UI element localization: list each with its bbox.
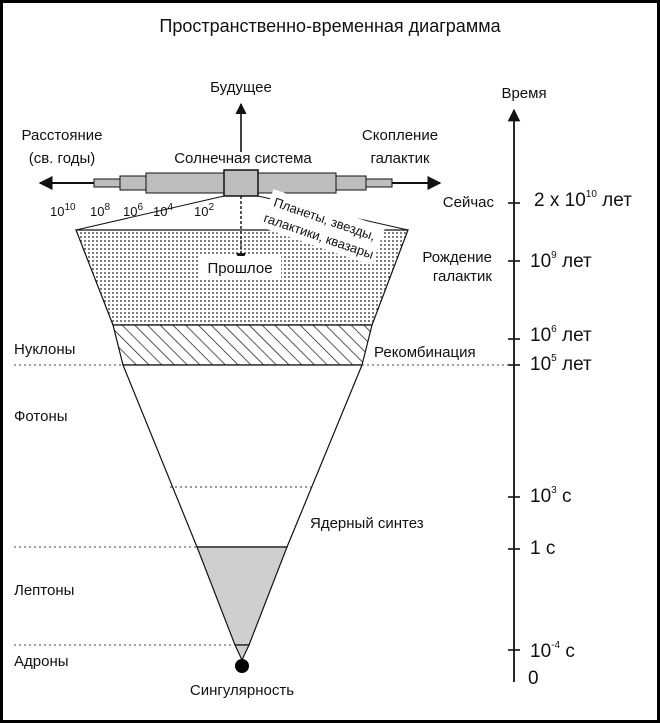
time-tick-1e-4s: 10-4 с [530,640,575,662]
cluster-label-line2: галактик [370,150,430,167]
past-light-cone-left-edge [75,195,225,231]
time-tick-now: 2 x 1010 лет [534,189,632,211]
epoch-recombination-label: Рекомбинация [374,344,476,361]
distance-label-line1: Расстояние [21,127,102,144]
era-leptons-label: Лептоны [14,582,74,599]
time-tick-1s: 1 с [530,538,555,559]
singularity-label: Сингулярность [190,682,294,699]
cone-hatched-region [112,324,373,366]
time-axis-label: Время [501,85,546,102]
time-tick-1e5: 105 лет [530,353,592,375]
solar-system-box [223,169,259,197]
era-hadrons-label: Адроны [14,653,69,670]
past-label-box [199,256,281,278]
cluster-label-line1: Скопление [362,127,438,144]
distance-tick: 1010 [50,202,76,219]
spacetime-diagram: Пространственно-временная диаграмма Буду… [14,16,632,699]
distance-tick: 106 [123,202,143,219]
epoch-now-label: Сейчас [443,194,495,211]
time-tick-galaxy-birth: 109 лет [530,250,592,272]
solar-system-label: Солнечная система [174,150,312,167]
distance-label-line2: (св. годы) [29,150,95,167]
singularity-dot [235,659,249,673]
epoch-galaxy-birth-line1: Рождение [422,249,492,266]
past-label: Прошлое [207,260,272,277]
era-nucleons-label: Нуклоны [14,341,75,358]
time-ticks [508,202,520,651]
time-tick-1e6: 106 лет [530,324,592,346]
future-label: Будущее [210,79,272,96]
time-tick-zero: 0 [528,668,539,689]
distance-tick: 104 [153,202,173,219]
diagram-title: Пространственно-временная диаграмма [159,16,501,36]
time-tick-1e3s: 103 с [530,485,571,507]
epoch-galaxy-birth-line2: галактик [433,268,493,285]
era-photons-label: Фотоны [14,408,68,425]
distance-tick: 102 [194,202,214,219]
cone-hadron-region [234,644,250,662]
distance-tick: 108 [90,202,110,219]
cone-lepton-region [196,546,288,646]
epoch-nuclear-synthesis-label: Ядерный синтез [310,515,424,532]
